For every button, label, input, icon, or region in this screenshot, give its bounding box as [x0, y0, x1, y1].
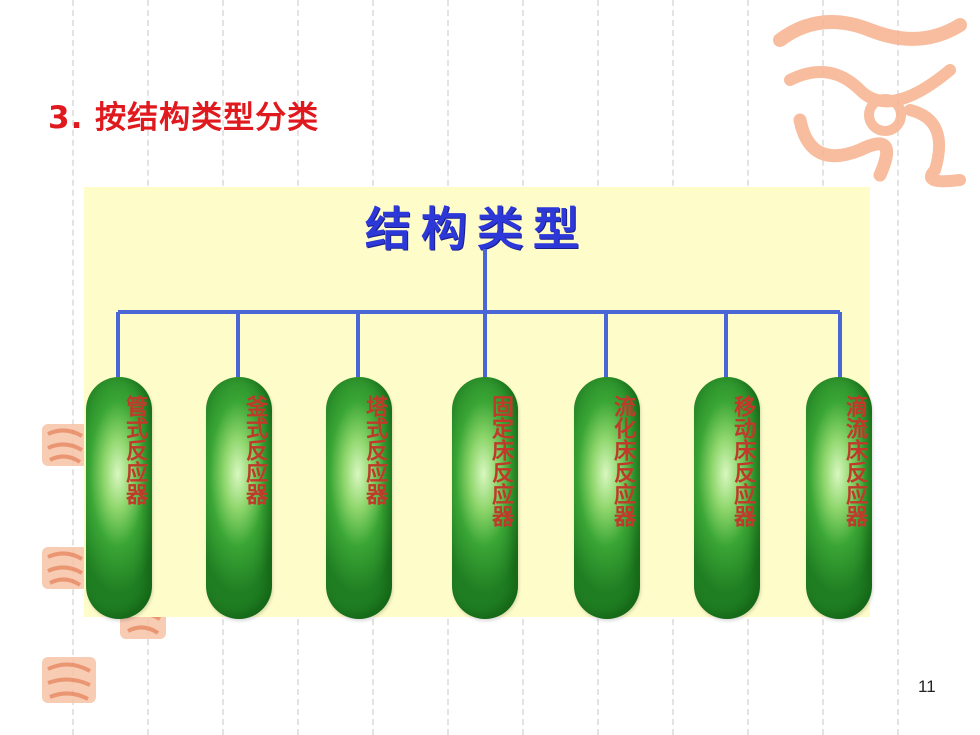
seal-logo-small — [40, 545, 90, 595]
seal-logo-small — [40, 655, 98, 709]
reactor-tube: 固定床反应器 — [452, 377, 518, 619]
reactor-tube: 塔式反应器 — [326, 377, 392, 619]
reactor-tube: 釜式反应器 — [206, 377, 272, 619]
seal-logo-large — [760, 0, 980, 190]
reactor-label: 管式反应器 — [122, 395, 148, 505]
reactor-label: 流化床反应器 — [610, 395, 636, 527]
reactor-label: 滴流床反应器 — [842, 395, 868, 527]
connector-lines — [116, 249, 842, 377]
background-gridline — [72, 0, 74, 735]
seal-logo-small — [40, 422, 90, 472]
reactor-tube: 移动床反应器 — [694, 377, 760, 619]
diagram-root-label: 结构类型 — [365, 202, 589, 256]
reactor-tube: 滴流床反应器 — [806, 377, 872, 619]
reactor-label: 移动床反应器 — [730, 395, 756, 527]
reactor-label: 塔式反应器 — [362, 395, 388, 505]
slide-title: 3. 按结构类型分类 — [48, 100, 320, 136]
background-gridline — [897, 0, 899, 735]
reactor-tube: 流化床反应器 — [574, 377, 640, 619]
page-number: 11 — [918, 677, 936, 696]
seal-logo-graphic — [773, 15, 967, 188]
reactor-label: 固定床反应器 — [488, 395, 514, 527]
reactor-label: 釜式反应器 — [242, 395, 268, 505]
reactor-tube: 管式反应器 — [86, 377, 152, 619]
diagram-panel: 结构类型 管式反应器 釜式反应器 塔式反应器 固定床反应器 流化床反应器 移动床… — [84, 187, 872, 619]
